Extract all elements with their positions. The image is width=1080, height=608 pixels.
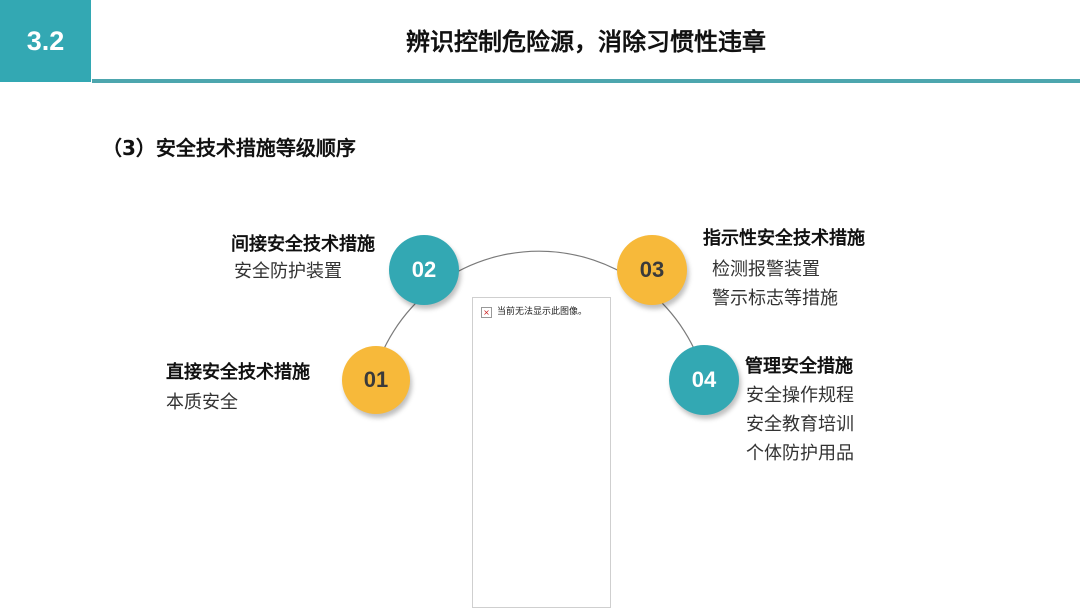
step-04-item-3: 个体防护用品 [746, 443, 854, 464]
step-04-number: 04 [691, 367, 717, 392]
step-04-item-2: 安全教育培训 [746, 414, 854, 435]
step-02-title: 间接安全技术措施 [231, 234, 375, 255]
page-title: 辨识控制危险源，消除习惯性违章 [406, 28, 766, 56]
section-number-block: 3.2 [0, 0, 91, 82]
step-02-item: 安全防护装置 [234, 261, 342, 282]
step-03-item-2: 警示标志等措施 [712, 288, 838, 309]
step-01-number: 01 [363, 367, 389, 392]
step-04-circle: 04 [669, 345, 739, 415]
broken-image-icon: × [481, 307, 492, 318]
step-01-item: 本质安全 [166, 392, 238, 413]
step-04-item-1: 安全操作规程 [746, 385, 854, 406]
step-03-number: 03 [639, 257, 665, 282]
step-02-number: 02 [411, 257, 437, 282]
step-01-circle: 01 [342, 346, 410, 414]
broken-image-placeholder: × 当前无法显示此图像。 [472, 297, 611, 608]
section-number: 3.2 [26, 25, 65, 56]
step-03-title: 指示性安全技术措施 [703, 228, 865, 249]
step-01-title: 直接安全技术措施 [166, 362, 310, 383]
step-03-item-1: 检测报警装置 [712, 259, 820, 280]
section-subtitle: （3）安全技术措施等级顺序 [102, 136, 356, 160]
step-02-circle: 02 [389, 235, 459, 305]
step-04-title: 管理安全措施 [745, 356, 853, 377]
broken-image-message: 当前无法显示此图像。 [497, 307, 588, 317]
header-divider [92, 79, 1080, 83]
step-03-circle: 03 [617, 235, 687, 305]
